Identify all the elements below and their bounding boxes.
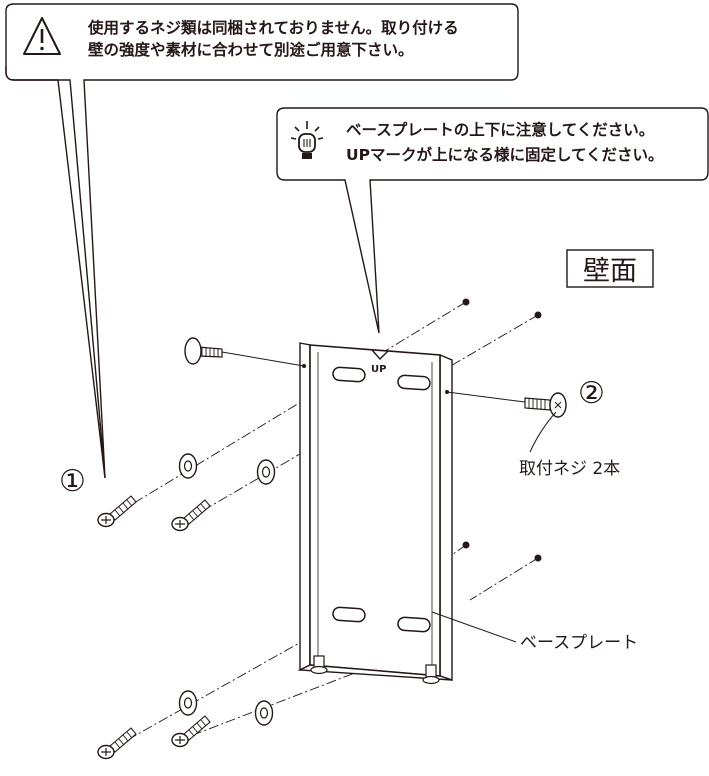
screw-leader-line bbox=[529, 411, 557, 453]
tip-callout: ベースプレートの上下に注意してください。 UPマークが上になる様に固定してくださ… bbox=[276, 107, 709, 334]
plate-leader-line bbox=[431, 611, 517, 643]
front-screw-3 bbox=[97, 727, 137, 760]
front-screw-4 bbox=[171, 715, 211, 748]
plate-feet bbox=[310, 655, 440, 685]
front-screw-1 bbox=[97, 495, 137, 528]
wall-label-text: 壁面 bbox=[583, 256, 637, 287]
screw-label: 取付ネジ 2本 bbox=[519, 459, 620, 479]
lightbulb-icon bbox=[290, 121, 324, 159]
front-screw-2 bbox=[171, 499, 211, 532]
callout-number-1: ① bbox=[59, 464, 86, 499]
warning-triangle-icon bbox=[23, 17, 61, 55]
wall-screw-right bbox=[446, 391, 567, 418]
tip-text-line1: ベースプレートの上下に注意してください。 bbox=[346, 120, 654, 139]
wall-points bbox=[462, 298, 542, 562]
callout-number-2: ② bbox=[578, 376, 605, 411]
base-plate: UP bbox=[297, 342, 453, 685]
plate-label: ベースプレート bbox=[520, 633, 638, 653]
wall-screw-left bbox=[184, 337, 305, 367]
front-screws bbox=[97, 495, 211, 760]
washers bbox=[178, 453, 276, 726]
up-mark: UP bbox=[371, 364, 386, 375]
wall-label: 壁面 bbox=[566, 249, 654, 288]
warning-callout: 使用するネジ類は同梱されておりません。取り付ける 壁の強度や素材に合わせて別途ご… bbox=[5, 3, 519, 479]
warning-text-line2: 壁の強度や素材に合わせて別途ご用意下さい。 bbox=[88, 40, 414, 59]
warning-text-line1: 使用するネジ類は同梱されておりません。取り付ける bbox=[87, 18, 459, 37]
tip-text-line2: UPマークが上になる様に固定してください。 bbox=[346, 145, 664, 164]
